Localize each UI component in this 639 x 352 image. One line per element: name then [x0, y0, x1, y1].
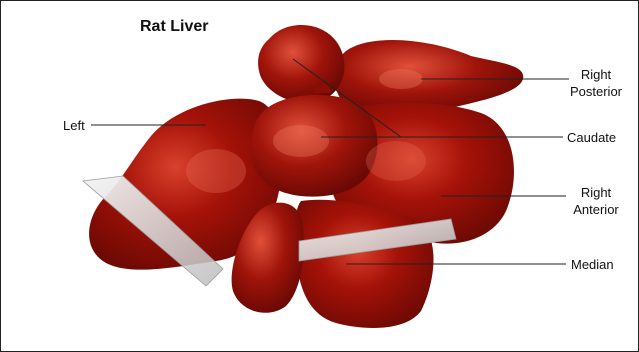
label-right-posterior-line1: Right [569, 66, 623, 83]
label-right-posterior: Right Posterior [569, 66, 623, 100]
diagram-title: Rat Liver [140, 18, 208, 36]
label-right-anterior-line2: Anterior [569, 201, 623, 218]
label-median: Median [571, 256, 614, 273]
highlight [379, 69, 423, 89]
label-right-anterior-line1: Right [569, 184, 623, 201]
label-left: Left [63, 117, 85, 134]
label-right-anterior: Right Anterior [569, 184, 623, 218]
label-right-posterior-line2: Posterior [569, 83, 623, 100]
label-caudate: Caudate [567, 129, 616, 146]
highlight [366, 141, 426, 181]
highlight [186, 149, 246, 193]
highlight [273, 125, 329, 157]
caudate-upper-process [258, 25, 344, 103]
